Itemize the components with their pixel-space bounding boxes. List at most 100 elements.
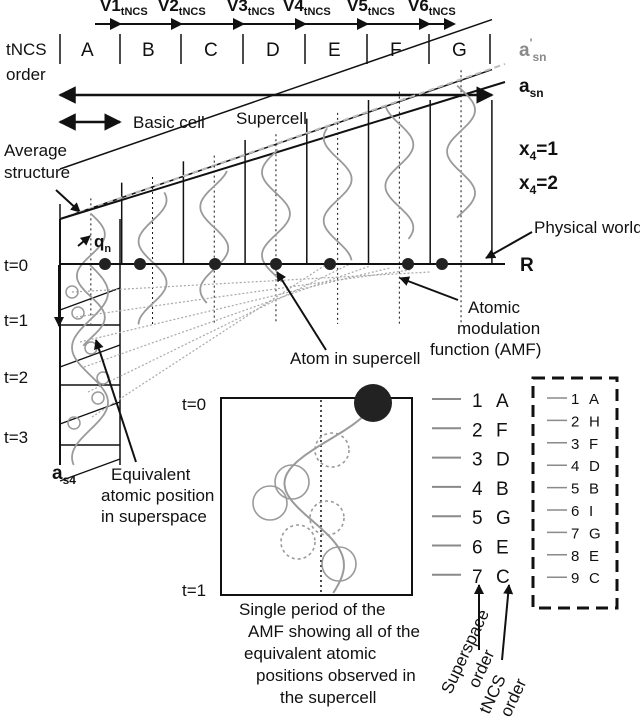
cell-dividers xyxy=(59,34,491,64)
average-structure-arrow xyxy=(55,189,81,213)
equivalent-position-circle xyxy=(252,485,288,521)
equivalent-position-circle xyxy=(84,341,98,355)
vector-arrowhead xyxy=(444,18,456,30)
cell-label-e: E xyxy=(328,40,341,61)
amf-label-2: modulation xyxy=(457,319,540,338)
equivalent-position-circle xyxy=(91,391,105,405)
order-number: 1 xyxy=(472,391,483,412)
a-s4-label: as4 xyxy=(52,463,76,487)
order-number: 6 xyxy=(472,538,483,559)
a-sn-prime-label: a'sn xyxy=(519,36,546,64)
amf-wave xyxy=(75,213,106,347)
r-label: R xyxy=(520,255,534,276)
box-order-cell: B xyxy=(589,481,599,498)
atom xyxy=(99,258,111,270)
equivalent-position-circle xyxy=(321,546,357,582)
zoom-t1-label: t=1 xyxy=(182,581,206,600)
a-sn-line xyxy=(59,81,506,220)
equivalent-position-circle xyxy=(274,464,310,500)
basic-cell-wave xyxy=(71,264,109,466)
average-structure-label: Average xyxy=(4,141,67,160)
vector-label-v4: V4tNCS xyxy=(283,0,331,18)
order-cell: F xyxy=(496,420,508,441)
average-structure-label-2: structure xyxy=(4,163,70,182)
order-number: 2 xyxy=(472,420,483,441)
atom xyxy=(270,258,282,270)
cell-label-d: D xyxy=(266,40,280,61)
t0-label: t=0 xyxy=(4,256,28,275)
grid-slant-line xyxy=(59,18,493,170)
atoms-on-physical-line xyxy=(99,258,448,270)
physical-world-label: Physical world xyxy=(534,218,640,237)
projection-line xyxy=(91,261,331,418)
box-order-number: 8 xyxy=(571,548,579,565)
a-sn-label: asn xyxy=(519,76,544,100)
equivalent-label-1: Equivalent xyxy=(111,465,191,484)
single-period-caption-4: positions observed in xyxy=(256,666,416,685)
equivalent-position-circle xyxy=(71,306,85,320)
atom-large xyxy=(354,384,392,422)
vector-label-v6: V6tNCS xyxy=(408,0,456,18)
projection-line xyxy=(83,265,371,368)
diag-line xyxy=(59,458,121,482)
tncs-vector-row: V1tNCS V2tNCS V3tNCS V4tNCS V5tNCS V6tNC… xyxy=(95,0,456,30)
cell-label-c: C xyxy=(204,40,218,61)
box-order-number: 4 xyxy=(571,458,579,475)
box-order-number: 5 xyxy=(571,481,579,498)
box-order-number: 3 xyxy=(571,436,579,453)
order-cell: B xyxy=(496,479,509,500)
x4-2-label: x4=2 xyxy=(519,173,558,197)
box-order-cell: I xyxy=(589,503,593,520)
vector-label-v1: V1tNCS xyxy=(100,0,148,18)
atom xyxy=(324,258,336,270)
single-period-caption-3: equivalent atomic xyxy=(244,644,377,663)
atom xyxy=(134,258,146,270)
cell-label-b: B xyxy=(142,40,155,61)
order-cell: E xyxy=(496,538,509,559)
vector-label-v5: V5tNCS xyxy=(347,0,395,18)
amf-label-3: function (AMF) xyxy=(430,340,541,359)
a-sn-prime-line xyxy=(59,63,506,220)
projection-line xyxy=(79,267,391,343)
tncs-order-label-2: order xyxy=(6,65,46,84)
atom xyxy=(402,258,414,270)
equivalent-position-circle xyxy=(314,432,350,468)
vector-arrowhead xyxy=(171,18,183,30)
amf-label-1: Atomic xyxy=(468,298,520,317)
box-order-cell: E xyxy=(589,548,599,565)
box-order-cell: A xyxy=(589,391,599,408)
amf-wave xyxy=(446,84,476,219)
box-order-cell: C xyxy=(589,570,600,587)
tncs-order-label: tNCS xyxy=(6,40,47,59)
diag-line xyxy=(59,344,121,368)
order-number: 5 xyxy=(472,508,483,529)
supercell-label: Supercell xyxy=(236,109,307,128)
vector-arrowhead xyxy=(233,18,245,30)
dashed-order-box xyxy=(531,376,619,610)
order-cell: A xyxy=(496,391,509,412)
diag-line xyxy=(59,287,121,311)
cell-label-a: A xyxy=(81,40,94,61)
tncs-order-arrow xyxy=(501,584,514,661)
projection-line xyxy=(87,263,351,393)
cell-label-f: F xyxy=(390,40,402,61)
box-order-number: 6 xyxy=(571,503,579,520)
single-period-caption-2: AMF showing all of the xyxy=(248,622,420,641)
cell-label-g: G xyxy=(452,40,467,61)
box-order-number: 2 xyxy=(571,413,579,430)
amf-wave xyxy=(322,127,353,261)
vector-label-v3: V3tNCS xyxy=(227,0,275,18)
qn-label: qn xyxy=(94,232,111,255)
box-order-number: 1 xyxy=(571,391,579,408)
amf-wave xyxy=(137,191,168,325)
qn-arrow xyxy=(77,235,91,247)
amf-wave xyxy=(261,149,291,283)
atom-in-supercell-label: Atom in supercell xyxy=(290,349,420,368)
physical-world-arrow xyxy=(485,231,533,259)
equivalent-position-circle xyxy=(65,285,79,299)
grid-slant-line xyxy=(59,68,493,220)
equivalent-position-circle xyxy=(280,524,316,560)
